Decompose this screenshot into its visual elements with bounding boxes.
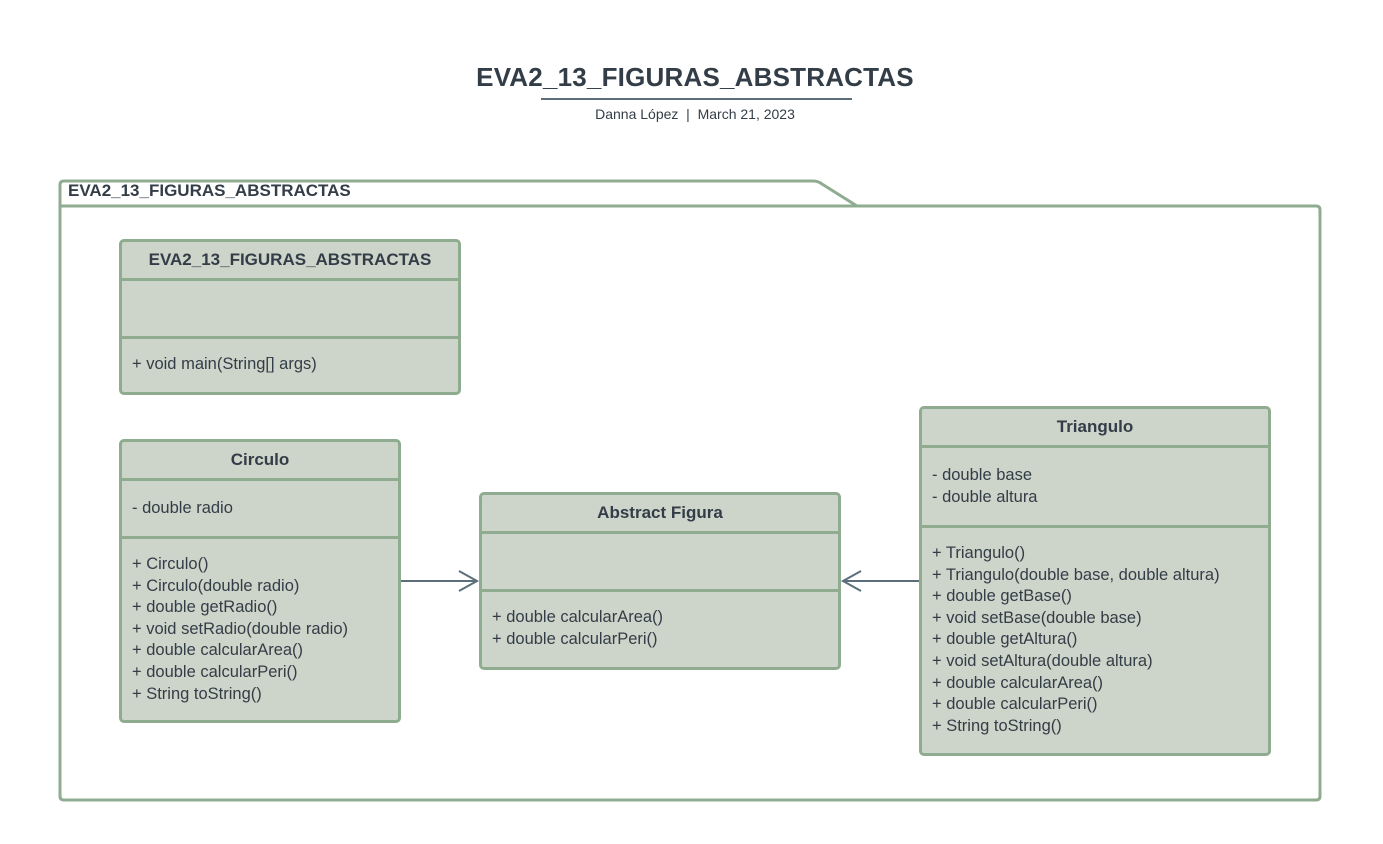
- operation: + Circulo(double radio): [132, 576, 300, 595]
- operation: + Triangulo(): [932, 544, 1026, 562]
- operations-section: + Circulo() + Circulo(double radio) + do…: [122, 539, 398, 705]
- class-main[interactable]: EVA2_13_FIGURAS_ABSTRACTAS + void main(S…: [119, 239, 461, 395]
- class-name: Triangulo: [922, 409, 1268, 448]
- class-name: Abstract Figura: [482, 495, 838, 534]
- author-date-line: Danna López | March 21, 2023: [595, 106, 795, 122]
- attribute: - double radio: [132, 498, 233, 517]
- operation: + void setBase(double base): [932, 608, 1142, 627]
- attribute: - double base: [932, 465, 1032, 484]
- package-label: EVA2_13_FIGURAS_ABSTRACTAS: [68, 181, 351, 200]
- operation: + void main(String[] args): [132, 355, 317, 373]
- class-circulo[interactable]: Circulo - double radio + Circulo() + Cir…: [119, 439, 401, 723]
- attributes-section: [482, 534, 838, 592]
- operations-section: + Triangulo() + Triangulo(double base, d…: [922, 528, 1268, 737]
- title-underline: [541, 98, 852, 100]
- open-arrowhead-icon: [458, 570, 480, 592]
- operation: + void setAltura(double altura): [932, 651, 1153, 670]
- attributes-section: [122, 281, 458, 339]
- class-name: Circulo: [122, 442, 398, 481]
- operation: + Triangulo(double base, double altura): [932, 565, 1220, 584]
- attribute: - double altura: [932, 487, 1038, 506]
- operation: + double calcularPeri(): [132, 662, 298, 681]
- connector-circulo-figura[interactable]: [401, 570, 480, 592]
- operation: + double getBase(): [932, 587, 1072, 606]
- operation: + String toString(): [132, 684, 262, 703]
- operation: + Circulo(): [132, 555, 209, 573]
- operation: + double calcularPeri(): [492, 629, 658, 648]
- attributes-section: - double base - double altura: [922, 448, 1268, 528]
- class-name: EVA2_13_FIGURAS_ABSTRACTAS: [122, 242, 458, 281]
- operation: + double calcularPeri(): [932, 695, 1098, 714]
- operation: + double getAltura(): [932, 630, 1078, 649]
- attributes-section: - double radio: [122, 481, 398, 539]
- class-abstract-figura[interactable]: Abstract Figura + double calcularArea() …: [479, 492, 841, 670]
- operation: + double calcularArea(): [492, 608, 664, 626]
- operation: + double calcularArea(): [932, 673, 1104, 692]
- connector-triangulo-figura[interactable]: [840, 570, 919, 592]
- operation: + String toString(): [932, 716, 1062, 735]
- class-triangulo[interactable]: Triangulo - double base - double altura …: [919, 406, 1271, 756]
- page-title: EVA2_13_FIGURAS_ABSTRACTAS: [476, 62, 914, 92]
- operations-section: + void main(String[] args): [122, 339, 458, 376]
- package-frame[interactable]: [58, 179, 1322, 802]
- operation: + void setRadio(double radio): [132, 619, 349, 638]
- open-arrowhead-icon: [840, 570, 862, 592]
- operations-section: + double calcularArea() + double calcula…: [482, 592, 838, 650]
- operation: + double calcularArea(): [132, 641, 304, 660]
- operation: + double getRadio(): [132, 598, 278, 617]
